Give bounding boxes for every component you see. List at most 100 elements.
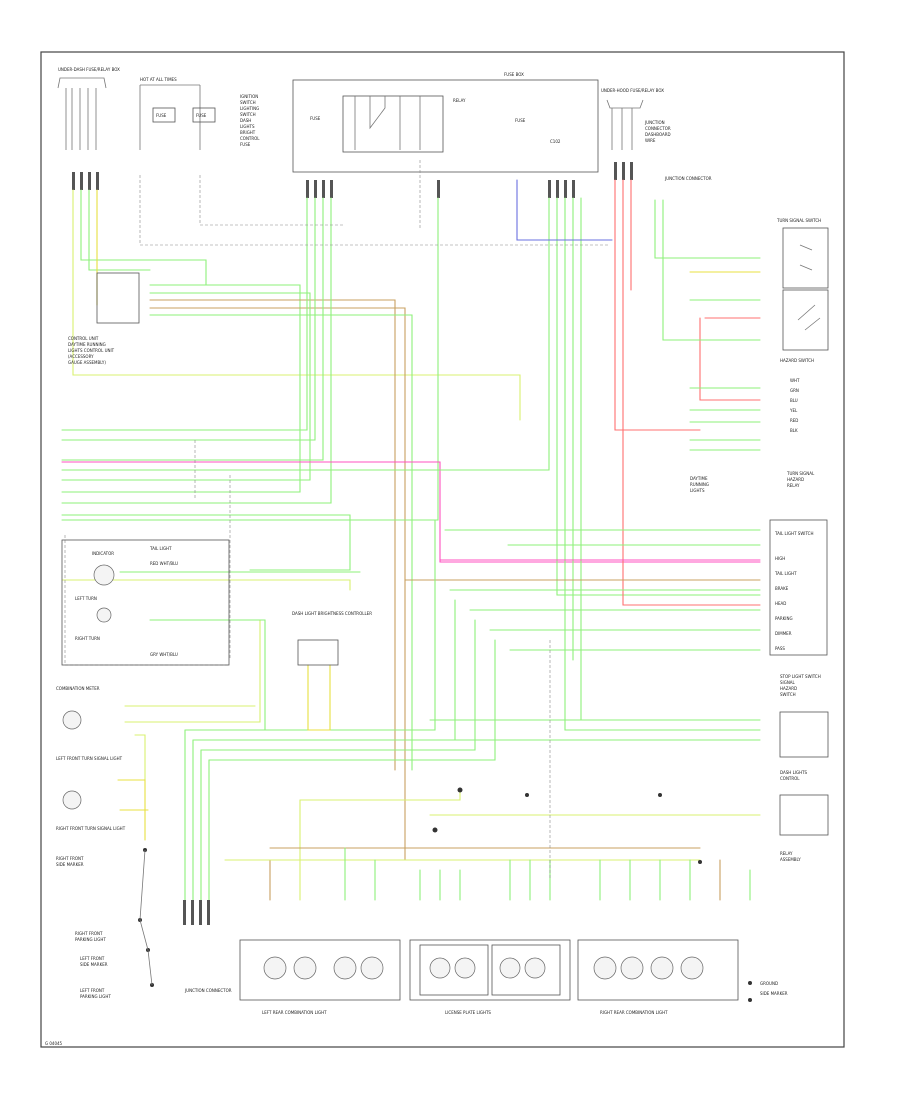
turn-signal-switch-label: TURN SIGNAL SWITCH [776, 218, 821, 223]
svg-text:FUSE: FUSE [515, 118, 526, 123]
svg-text:BRAKE: BRAKE [775, 586, 789, 591]
svg-text:GAUGE ASSEMBLY): GAUGE ASSEMBLY) [68, 360, 106, 365]
combination-meter-block: COMBINATION METER LEFT FRONT TURN SIGNAL… [56, 686, 154, 999]
svg-text:RED WHT/BLU: RED WHT/BLU [150, 561, 178, 566]
svg-text:JUNCTION: JUNCTION [644, 120, 665, 125]
svg-text:IGNITION: IGNITION [240, 94, 258, 99]
svg-text:ASSEMBLY: ASSEMBLY [780, 857, 801, 862]
svg-text:TAIL LIGHT: TAIL LIGHT [149, 546, 172, 551]
tail-light-switch-label: TAIL LIGHT SWITCH [774, 531, 813, 536]
relay-label: RELAY [453, 98, 466, 103]
combination-meter-label: COMBINATION METER [56, 686, 100, 691]
svg-text:HEAD: HEAD [775, 601, 786, 606]
svg-text:PARKING LIGHT: PARKING LIGHT [80, 994, 111, 999]
footer-code: G 04045 [45, 1041, 63, 1046]
indicator-label: INDICATOR [92, 551, 114, 556]
left-front-turn-label: LEFT FRONT TURN SIGNAL LIGHT [56, 756, 123, 761]
svg-text:PASS: PASS [775, 646, 785, 651]
svg-text:LIGHTS CONTROL UNIT: LIGHTS CONTROL UNIT [68, 348, 115, 353]
svg-text:HAZARD: HAZARD [780, 686, 797, 691]
svg-text:TAIL LIGHT: TAIL LIGHT [774, 571, 797, 576]
license-plate-label: LICENSE PLATE LIGHTS [445, 1010, 491, 1015]
svg-text:RED: RED [790, 418, 798, 423]
svg-text:SWITCH: SWITCH [240, 100, 256, 105]
dash-brightness-block: DASH LIGHT BRIGHTNESS CONTROLLER [292, 611, 372, 666]
indicator-block: INDICATOR LEFT TURN RIGHT TURN TAIL LIGH… [61, 539, 230, 666]
hazard-switch-label: HAZARD SWITCH [780, 358, 814, 363]
svg-text:C102: C102 [550, 139, 561, 144]
top-connector-pins [72, 162, 633, 198]
svg-text:CONTROL: CONTROL [240, 136, 260, 141]
svg-text:TURN SIGNAL: TURN SIGNAL [786, 471, 815, 476]
control-unit-label: CONTROL UNIT [68, 336, 99, 341]
side-marker-label: SIDE MARKER [760, 991, 788, 996]
tail-light-switch-block: TAIL LIGHT SWITCH HIGH TAIL LIGHT BRAKE … [769, 519, 828, 656]
license-plate-lights: LICENSE PLATE LIGHTS [409, 939, 571, 1015]
svg-text:HAZARD: HAZARD [787, 477, 804, 482]
fuse-2-label: FUSE [196, 113, 207, 118]
svg-text:BRIGHT: BRIGHT [240, 130, 256, 135]
fuse-box-right: UNDER-HOOD FUSE/RELAY BOX JUNCTION CONNE… [601, 88, 712, 181]
fuse-box-right-label: UNDER-HOOD FUSE/RELAY BOX [601, 88, 664, 93]
top-left-connector: UNDER-DASH FUSE/RELAY BOX [57, 67, 120, 150]
left-rear-combo: LEFT REAR COMBINATION LIGHT [239, 939, 401, 1015]
svg-text:LEFT FRONT: LEFT FRONT [80, 988, 105, 993]
svg-text:RELAY: RELAY [780, 851, 793, 856]
svg-text:DIMMER: DIMMER [775, 631, 792, 636]
svg-text:PARKING: PARKING [775, 616, 793, 621]
diagram-frame [40, 51, 845, 1048]
junction-connector-bottom-label: JUNCTION CONNECTOR [184, 988, 232, 993]
ground-label: GROUND [760, 981, 778, 986]
svg-text:LIGHTS: LIGHTS [240, 124, 255, 129]
junction-connector-label: JUNCTION CONNECTOR [664, 176, 712, 181]
left-rear-combo-label: LEFT REAR COMBINATION LIGHT [262, 1010, 327, 1015]
svg-text:SWITCH: SWITCH [780, 692, 796, 697]
svg-text:PARKING LIGHT: PARKING LIGHT [75, 937, 106, 942]
svg-text:SIGNAL: SIGNAL [780, 680, 796, 685]
svg-text:BLU: BLU [790, 398, 798, 403]
svg-text:RELAY: RELAY [787, 483, 800, 488]
svg-text:BLK: BLK [790, 428, 798, 433]
svg-text:DASH: DASH [240, 118, 251, 123]
svg-text:(ACCESSORY: (ACCESSORY [68, 354, 94, 359]
svg-text:WIRE: WIRE [645, 138, 656, 143]
control-unit: CONTROL UNIT DAYTIME RUNNING LIGHTS CONT… [68, 272, 140, 365]
svg-text:LIGHTING: LIGHTING [240, 106, 259, 111]
fuse-1-label: FUSE [156, 113, 167, 118]
svg-text:GRY WHT/BLU: GRY WHT/BLU [150, 652, 178, 657]
svg-text:SIDE MARKER: SIDE MARKER [80, 962, 108, 967]
svg-text:DASH LIGHTS: DASH LIGHTS [780, 770, 808, 775]
right-connector-labels: WHT GRN BLU YEL RED BLK TURN SIGNAL HAZA… [690, 378, 815, 493]
turn-signal-switch-block: TURN SIGNAL SWITCH HAZARD SWITCH [776, 218, 829, 363]
svg-text:HIGH: HIGH [775, 556, 785, 561]
svg-text:CONTROL: CONTROL [780, 776, 800, 781]
svg-text:LIGHTS: LIGHTS [690, 488, 705, 493]
svg-text:SIDE MARKER: SIDE MARKER [56, 862, 84, 867]
bottom-left-connector: JUNCTION CONNECTOR [183, 900, 232, 993]
svg-text:RIGHT FRONT: RIGHT FRONT [56, 856, 84, 861]
stop-light-switch-label: STOP LIGHT SWITCH [780, 674, 821, 679]
svg-text:GRN: GRN [790, 388, 799, 393]
right-rear-combo: RIGHT REAR COMBINATION LIGHT [577, 939, 739, 1015]
svg-text:DASHBOARD: DASHBOARD [645, 132, 671, 137]
svg-text:RUNNING: RUNNING [690, 482, 709, 487]
left-turn-label: LEFT TURN [75, 596, 97, 601]
svg-text:DAYTIME RUNNING: DAYTIME RUNNING [68, 342, 106, 347]
svg-text:FUSE: FUSE [240, 142, 251, 147]
right-turn-label: RIGHT TURN [75, 636, 100, 641]
fuse-box-left-label: UNDER-DASH FUSE/RELAY BOX [58, 67, 120, 72]
wire-network [61, 160, 761, 901]
stop-light-switch-block: STOP LIGHT SWITCH SIGNAL HAZARD SWITCH D… [779, 674, 829, 862]
svg-text:DAYTIME: DAYTIME [690, 476, 708, 481]
svg-text:RIGHT FRONT: RIGHT FRONT [75, 931, 103, 936]
svg-text:LEFT FRONT: LEFT FRONT [80, 956, 105, 961]
svg-text:YEL: YEL [789, 408, 798, 413]
right-rear-combo-label: RIGHT REAR COMBINATION LIGHT [600, 1010, 668, 1015]
dash-brightness-label: DASH LIGHT BRIGHTNESS CONTROLLER [292, 611, 372, 616]
right-front-turn-label: RIGHT FRONT TURN SIGNAL LIGHT [56, 826, 126, 831]
ground-block: GROUND SIDE MARKER [748, 981, 788, 1002]
hot-at-all-times-block: HOT AT ALL TIMES FUSE FUSE IGNITION SWIT… [139, 77, 260, 150]
junction-dots [432, 787, 702, 864]
svg-text:SWITCH: SWITCH [240, 112, 256, 117]
